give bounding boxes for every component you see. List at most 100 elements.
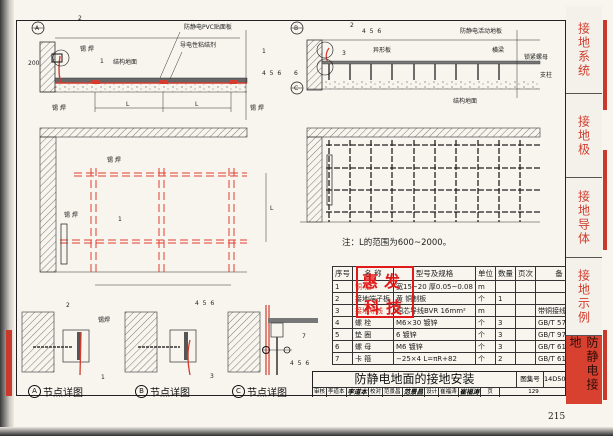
detail-a-label: 节点详图 bbox=[43, 388, 83, 399]
callout-2: 2 bbox=[66, 302, 70, 309]
review-label: 审核 bbox=[314, 388, 328, 397]
label-raised-floor: 防静电活动地板 bbox=[460, 28, 503, 35]
note-text: 注：L的范围为600~2000。 bbox=[342, 238, 452, 248]
cell-unit: 个 bbox=[474, 292, 496, 305]
detail-a-title: A 节点详图 bbox=[28, 384, 83, 399]
cell-unit: 个 bbox=[474, 340, 496, 353]
checker-signature: 范景昌 bbox=[403, 388, 426, 397]
label-lock-nut: 锁紧螺母 bbox=[524, 54, 549, 61]
cell-page bbox=[514, 328, 536, 341]
header-qty: 数量 bbox=[494, 266, 516, 281]
left-page-red-marker bbox=[6, 330, 12, 396]
callout-2: 2 bbox=[350, 22, 354, 29]
callout-1: 1 bbox=[101, 374, 105, 381]
cell-name: 卡 箍 bbox=[352, 352, 394, 365]
cell-qty: 2 bbox=[494, 352, 516, 365]
designer-name: 崔福涛 bbox=[440, 388, 459, 397]
watermark-stamp: 惠发 科技 bbox=[356, 266, 414, 318]
callout-1: 1 bbox=[100, 58, 104, 65]
cell-qty: 3 bbox=[494, 316, 516, 329]
cell-unit: 个 bbox=[474, 316, 496, 329]
watermark-line2: 科技 bbox=[364, 298, 409, 317]
plan-pvc-floor bbox=[39, 127, 267, 286]
section-raised-floor bbox=[290, 21, 541, 98]
tab-edge-marker bbox=[603, 150, 607, 250]
callout-3: 3 bbox=[210, 373, 214, 380]
cell-no: 4 bbox=[332, 316, 353, 329]
tab-edge-marker bbox=[603, 20, 607, 110]
tab-label: 接地导体 bbox=[576, 189, 591, 246]
cell-no: 6 bbox=[332, 340, 353, 353]
dimension-L: L bbox=[270, 205, 274, 212]
tab-label: 防静电接地 bbox=[568, 336, 599, 392]
cell-qty: 3 bbox=[494, 340, 516, 353]
label-weld: 锡 焊 bbox=[52, 105, 66, 112]
label-weld: 锡 焊 bbox=[64, 212, 78, 219]
title-block: 防静电地面的接地安装 图集号 14D504 审核 李道本 李道本 校对 范景昌 … bbox=[312, 371, 570, 397]
header-no: 序号 bbox=[332, 266, 353, 281]
detail-c-label: 节点详图 bbox=[247, 388, 287, 399]
tab-label: 接地示例 bbox=[576, 268, 591, 325]
check-label: 校对 bbox=[370, 388, 384, 397]
plan-raised-floor bbox=[300, 127, 541, 223]
page-bottom-shadow bbox=[0, 427, 613, 436]
cell-name: 螺 栓 bbox=[352, 316, 394, 329]
cell-page bbox=[514, 316, 536, 329]
watermark-line1: 惠发 bbox=[362, 272, 407, 291]
designer-signature: 崔福涛 bbox=[459, 388, 482, 397]
cell-name: 螺 母 bbox=[352, 340, 394, 353]
reviewer-name: 李道本 bbox=[328, 388, 347, 397]
callout-1: 1 bbox=[118, 216, 122, 223]
tab-grounding-system[interactable]: 接地系统 bbox=[566, 6, 602, 94]
tab-antistatic-grounding[interactable]: 防静电接地 bbox=[566, 336, 602, 404]
cell-qty bbox=[494, 280, 516, 293]
cell-unit: 个 bbox=[474, 352, 496, 365]
label-weld: 锡焊 bbox=[98, 317, 111, 324]
cell-qty: 1 bbox=[494, 292, 516, 305]
tab-label: 接地系统 bbox=[576, 21, 591, 78]
detail-b-label: 节点详图 bbox=[150, 388, 190, 399]
cell-spec: M6 镀锌 bbox=[393, 340, 476, 353]
checker-name: 范景昌 bbox=[384, 388, 403, 397]
detail-b-circle: B bbox=[135, 385, 148, 398]
tab-grounding-conductor[interactable]: 接地导体 bbox=[566, 178, 602, 258]
cell-no: 1 bbox=[332, 280, 353, 293]
cell-qty: 3 bbox=[494, 328, 516, 341]
cell-no: 2 bbox=[332, 292, 353, 305]
detail-marker-c: C bbox=[294, 85, 299, 92]
table-row: 6 螺 母 M6 镀锌 个 3 GB/T 6170 bbox=[332, 340, 593, 353]
signature-row: 审核 李道本 李道本 校对 范景昌 范景昌 设计 崔福涛 崔福涛 页 129 bbox=[313, 388, 567, 397]
book-spine-shadow bbox=[0, 0, 14, 436]
design-label: 设计 bbox=[426, 388, 440, 397]
detail-a-circle: A bbox=[28, 385, 41, 398]
detail-a-drawing bbox=[21, 311, 90, 376]
tab-grounding-electrode[interactable]: 接地极 bbox=[566, 94, 602, 178]
cell-page bbox=[514, 340, 536, 353]
cell-spec: −25×4 L=πR+82 bbox=[393, 352, 476, 365]
cell-qty bbox=[494, 304, 516, 317]
label-weld: 锡 焊 bbox=[80, 46, 94, 53]
table-row: 5 垫 圈 6 镀锌 个 3 GB/T 97.1 bbox=[332, 328, 593, 341]
label-structural-floor: 结构地面 bbox=[113, 59, 138, 66]
label-structural-floor: 结构地面 bbox=[453, 98, 478, 105]
tab-grounding-example[interactable]: 接地示例 bbox=[566, 258, 602, 336]
table-row: 4 螺 栓 M6×30 镀锌 个 3 GB/T 5783 bbox=[332, 316, 593, 329]
cell-unit: m bbox=[474, 304, 496, 317]
detail-c-circle: C bbox=[232, 385, 245, 398]
header-page: 页次 bbox=[514, 266, 536, 281]
table-row: 7 卡 箍 −25×4 L=πR+82 个 2 GB/T 6170 bbox=[332, 352, 593, 365]
label-beam: 横梁 bbox=[492, 47, 505, 54]
callout-1: 1 bbox=[262, 48, 266, 55]
dimension-200: 200 bbox=[28, 60, 40, 67]
label-pillar: 支柱 bbox=[540, 72, 553, 79]
cell-spec: M6×30 镀锌 bbox=[393, 316, 476, 329]
cell-page bbox=[514, 304, 536, 317]
callout-456: 4 5 6 bbox=[262, 70, 282, 77]
callout-456: 4 5 6 bbox=[195, 300, 215, 307]
tab-label: 接地极 bbox=[576, 114, 591, 157]
label-weld: 锡 焊 bbox=[250, 105, 264, 112]
detail-c-title: C 节点详图 bbox=[232, 384, 287, 399]
reviewer-signature: 李道本 bbox=[347, 388, 370, 397]
page-value: 129 bbox=[528, 389, 539, 395]
